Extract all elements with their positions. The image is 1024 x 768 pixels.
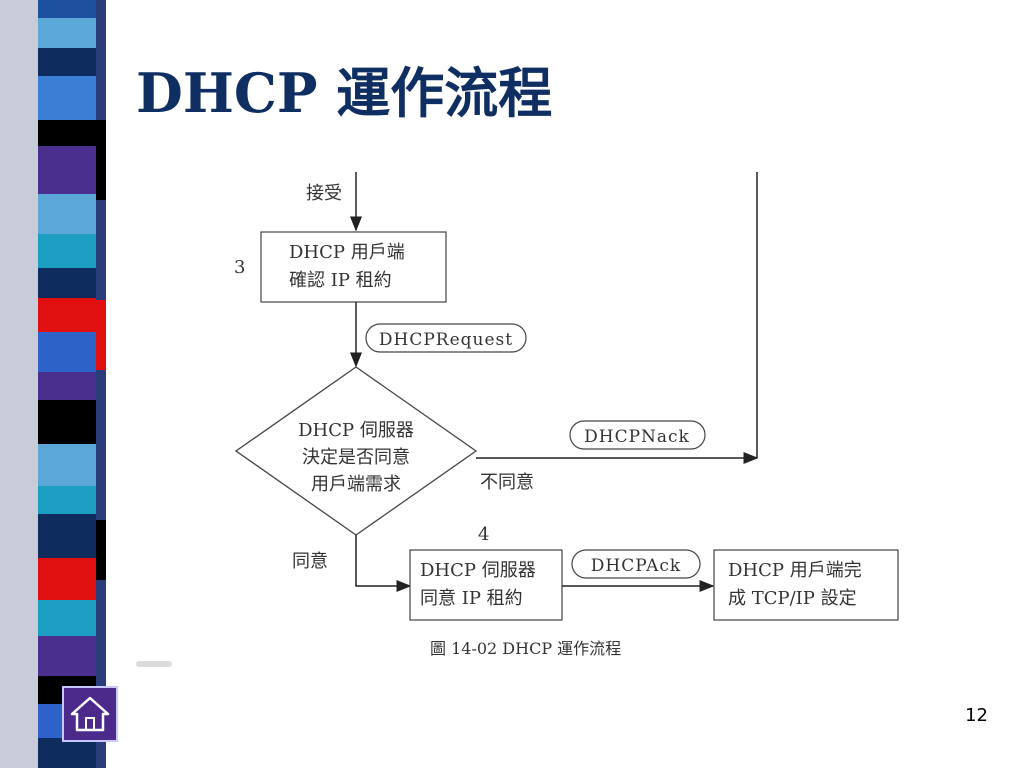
accept-label: 接受	[306, 183, 342, 204]
agree-label: 同意	[292, 551, 328, 572]
box-client-done-line2: 成 TCP/IP 設定	[728, 588, 857, 609]
stripe	[38, 332, 96, 372]
stripe	[38, 268, 96, 298]
stripe	[38, 194, 96, 234]
dhcp-nack-pill	[569, 420, 706, 450]
stripe-shadow	[0, 0, 40, 768]
dhcp-ack-pill	[571, 549, 701, 579]
stripe	[38, 486, 96, 514]
decision-line3: 用戶端需求	[311, 474, 401, 495]
stripe	[38, 636, 96, 676]
stripe	[38, 146, 96, 194]
stripe	[38, 600, 96, 636]
dhcp-nack-label: DHCPNack	[584, 427, 690, 447]
stripe	[38, 372, 96, 400]
box-client-confirm-line1: DHCP 用戶端	[289, 242, 405, 263]
box-client-done	[713, 549, 899, 621]
stripe	[38, 120, 96, 146]
stripe	[38, 18, 96, 48]
stripe-edge	[96, 520, 106, 580]
stripe	[38, 514, 96, 558]
stripe	[38, 400, 96, 444]
stripe	[38, 48, 96, 76]
faint-mark	[136, 661, 172, 667]
dhcp-ack-label: DHCPAck	[591, 556, 681, 576]
disagree-label: 不同意	[480, 472, 534, 493]
box-client-confirm-line2: 確認 IP 租約	[289, 270, 392, 291]
stripe	[38, 0, 96, 18]
arrow-agree	[355, 535, 412, 592]
stripe-edge	[96, 0, 106, 768]
box-server-agree-line1: DHCP 伺服器	[420, 560, 536, 581]
stripe-edge	[96, 300, 106, 370]
figure-caption: 圖 14-02 DHCP 運作流程	[430, 639, 621, 658]
dhcp-request-pill	[365, 323, 527, 353]
box-client-done-line1: DHCP 用戶端完	[728, 560, 862, 581]
decision-line1: DHCP 伺服器	[298, 420, 414, 441]
box-server-agree-line2: 同意 IP 租約	[420, 588, 523, 609]
stripe	[38, 444, 96, 486]
stripe	[38, 234, 96, 268]
stripe	[38, 298, 96, 332]
slide-title: DHCP 運作流程	[136, 61, 553, 125]
home-button[interactable]	[62, 686, 118, 742]
stripe	[38, 738, 96, 768]
stripe	[38, 76, 96, 120]
page-number: 12	[965, 705, 988, 726]
stripe-edge	[96, 120, 106, 200]
box-client-confirm	[260, 231, 447, 303]
decision-line2: 決定是否同意	[302, 447, 410, 468]
step-4-number: 4	[478, 524, 489, 545]
step-3-number: 3	[234, 257, 245, 278]
dhcp-request-label: DHCPRequest	[379, 330, 513, 350]
stripe	[38, 558, 96, 600]
home-icon	[70, 696, 110, 732]
box-server-agree	[409, 549, 563, 621]
